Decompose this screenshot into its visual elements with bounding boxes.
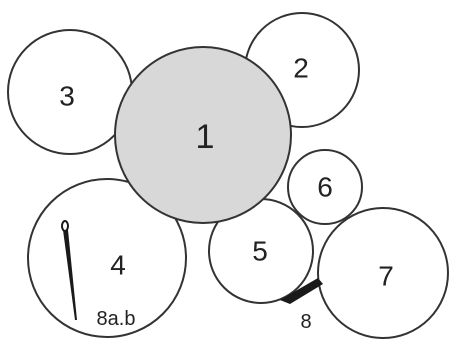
circle-2-label: 2 — [293, 53, 309, 84]
circle-7-label: 7 — [378, 261, 394, 292]
circle-1: 1 — [115, 47, 291, 223]
wedge-label: 8 — [300, 311, 311, 333]
circle-6: 6 — [288, 150, 362, 224]
needle-label: 8a.b — [97, 308, 136, 330]
circle-4-label: 4 — [110, 250, 126, 281]
circle-7: 7 — [318, 208, 448, 338]
circle-3: 3 — [8, 30, 132, 154]
circle-1-label: 1 — [196, 118, 215, 156]
circle-5-label: 5 — [252, 236, 268, 267]
circle-3-label: 3 — [59, 81, 75, 112]
circle-6-label: 6 — [317, 172, 333, 203]
